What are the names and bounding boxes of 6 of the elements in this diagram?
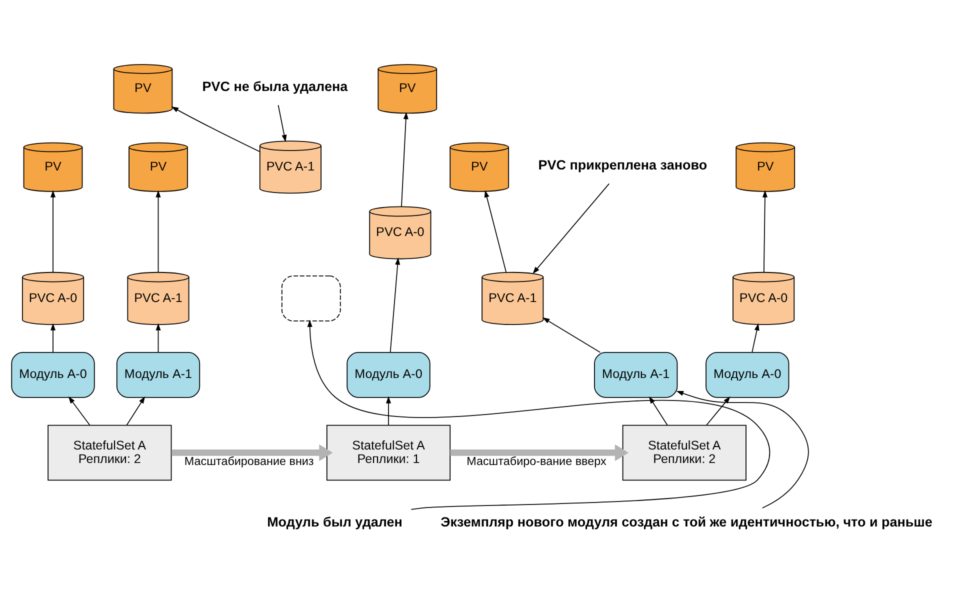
node-text: Экземпляр нового модуля создан с той же идентичностью, что и раньше [440,514,932,530]
edge-label: Масштабирование вниз [184,454,314,468]
node-text: Модуль был удален [267,514,402,530]
node-text: PVC не была удалена [202,79,348,94]
node-text: PVC прикреплена заново [538,157,708,172]
edge-label: Масштабиро-вание вверх [466,454,606,468]
